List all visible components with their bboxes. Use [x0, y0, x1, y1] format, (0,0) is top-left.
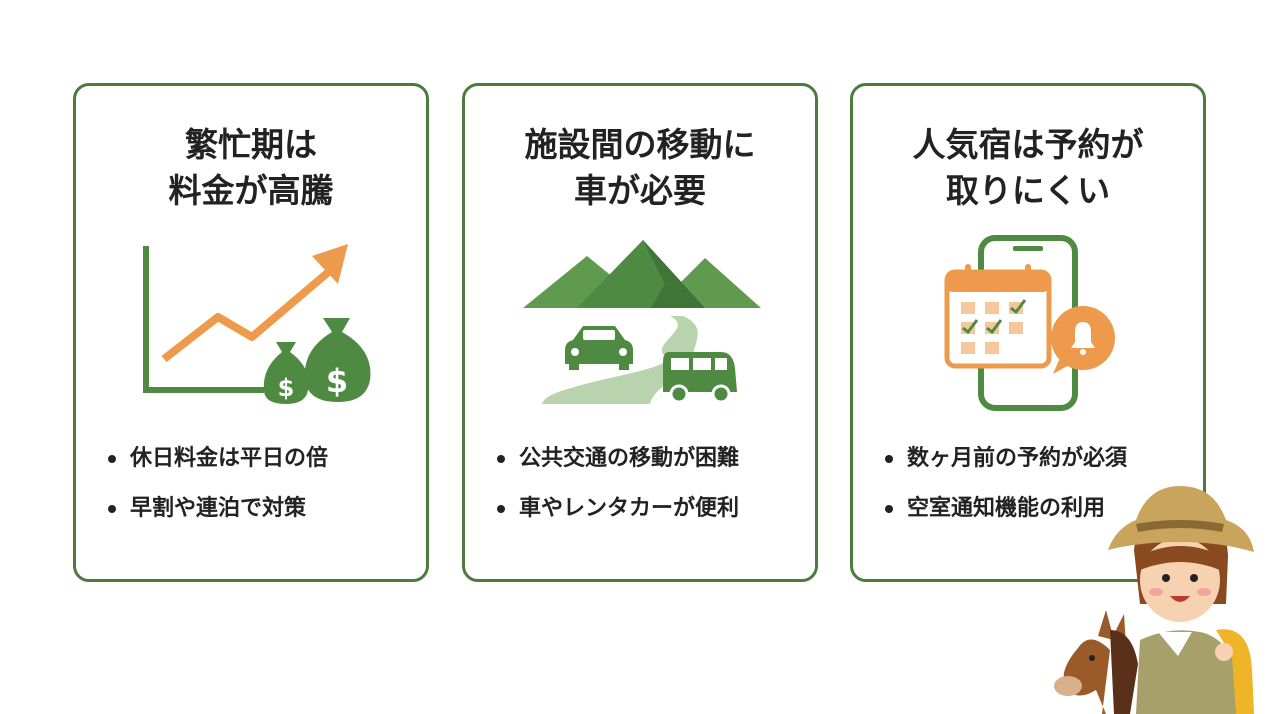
bullet-item: 空室通知機能の利用 — [883, 484, 1127, 534]
car-icon — [565, 326, 633, 370]
bullet-item: 数ヶ月前の予約が必須 — [883, 434, 1127, 484]
calendar-icon — [944, 264, 1052, 369]
bullet-item: 早割や連泊で対策 — [106, 484, 328, 534]
title-line: 人気宿は予約が — [912, 125, 1144, 164]
card-title: 施設間の移動に 車が必要 — [465, 122, 815, 214]
title-line: 施設間の移動に — [524, 125, 756, 164]
bullet-item: 休日料金は平日の倍 — [106, 434, 328, 484]
svg-text:$: $ — [326, 362, 348, 400]
title-line: 車が必要 — [574, 171, 706, 210]
card-hard-booking: 人気宿は予約が 取りにくい — [850, 83, 1206, 582]
bullet-list: 休日料金は平日の倍 早割や連泊で対策 — [106, 434, 328, 534]
bell-icon — [1051, 306, 1115, 374]
horse-icon — [1054, 610, 1138, 714]
girl-icon — [1108, 486, 1254, 714]
money-bag-icon: $ — [304, 318, 371, 402]
card-high-price: 繁忙期は 料金が高騰 $ $ 休日料金は平日の倍 早割や連泊で対策 — [73, 83, 429, 582]
mountain-icon — [523, 240, 761, 308]
card-car-needed: 施設間の移動に 車が必要 公共交通の移動が困難 車やレンタ — [462, 83, 818, 582]
title-line: 取りにくい — [945, 171, 1111, 210]
money-bag-icon: $ — [263, 342, 309, 404]
title-line: 料金が高騰 — [168, 171, 334, 210]
rising-price-chart-icon: $ $ — [143, 244, 371, 404]
card-title: 人気宿は予約が 取りにくい — [853, 122, 1203, 214]
bullet-item: 車やレンタカーが便利 — [495, 484, 739, 534]
bullet-list: 数ヶ月前の予約が必須 空室通知機能の利用 — [883, 434, 1127, 534]
bullet-list: 公共交通の移動が困難 車やレンタカーが便利 — [495, 434, 739, 534]
mascot-girl-with-horse-illustration — [1054, 486, 1254, 714]
title-line: 繁忙期は — [185, 125, 317, 164]
bullet-item: 公共交通の移動が困難 — [495, 434, 739, 484]
card-title: 繁忙期は 料金が高騰 — [76, 122, 426, 214]
mountain-road-icon — [523, 240, 761, 404]
phone-calendar-icon — [944, 235, 1115, 411]
svg-text:$: $ — [278, 374, 295, 402]
van-icon — [663, 352, 737, 404]
